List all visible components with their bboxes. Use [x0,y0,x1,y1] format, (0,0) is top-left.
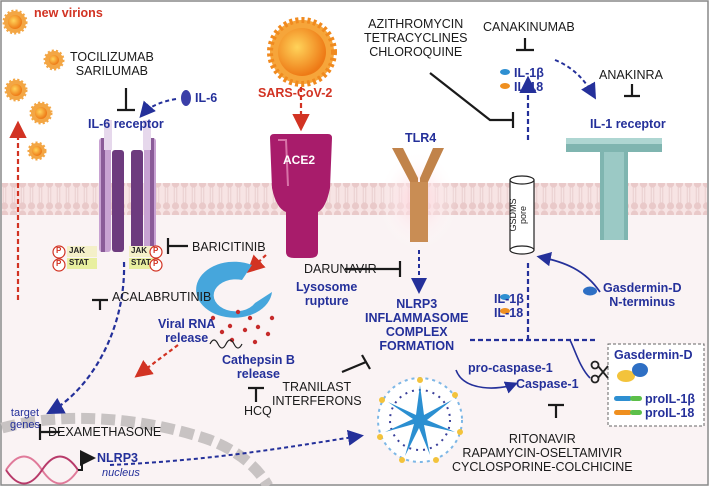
p-label-1: P [56,246,62,255]
gasdermin-d-icon [617,363,648,382]
il1b-pill-icon [500,69,510,75]
proil18-icon [614,410,632,415]
new-virions-label: new virions [34,6,103,20]
virion-icon [2,9,28,35]
gasdermin-d-label: Gasdermin-D [614,348,693,362]
il1-receptor-icon [566,138,662,240]
il18-label-2: IL-18 [494,306,524,320]
virion-icon [43,49,65,71]
il18-pill-icon [500,83,510,89]
target-genes-label: target genes [10,407,40,432]
endocytosis-arrow [246,254,267,274]
viral-rna-label: Viral RNA release [158,317,216,345]
dexamethasone-inhibit [38,424,60,440]
anakinra-label: ANAKINRA [599,68,663,82]
stat-label-2: STAT [131,258,151,267]
acalabrutinib-label: ACALABRUTINIB [112,290,212,304]
dexamethasone-label: DEXAMETHASONE [48,425,162,439]
proil1b-pro-icon [630,396,642,401]
tocilizumab-inhibit [117,88,135,112]
caspase-label: Caspase-1 [516,377,579,391]
dna-helix-icon [5,455,79,485]
p-label-3: P [153,246,159,255]
proil18-label: proIL-18 [645,406,695,420]
lysosome-rupture-label: Lysosome rupture [296,280,358,308]
tranilast-inhibit [341,354,371,374]
azithro-label: AZITHROMYCIN TETRACYCLINES CHLOROQUINE [364,17,468,59]
il18-label: IL-18 [514,80,544,94]
virion-icon [29,101,53,125]
anakinra-inhibit [624,84,640,98]
nucleus-label: nucleus [102,467,140,479]
azithro-inhibit [429,72,515,128]
nlrp3-label: NLRP3 [97,451,138,465]
il6-label: IL-6 [195,91,218,105]
darunavir-label: DARUNAVIR [304,262,377,276]
cathepsin-label: Cathepsin B release [222,353,295,381]
transcription-arrow [78,450,96,471]
p-label-4: P [153,259,159,268]
il6-receptor-icon [99,120,156,252]
gsdms-pore-label: GSDMS pore [508,198,528,232]
tranilast-label: TRANILAST INTERFERONS [272,380,362,408]
canakinumab-label: CANAKINUMAB [483,20,575,34]
rna-to-nucleus-arrow [134,344,179,378]
ace2-label: ACE2 [283,153,316,167]
ritonavir-label: RITONAVIR RAPAMYCIN-OSELTAMIVIR CYCLOSPO… [452,432,633,474]
jak-label-1: JAK [69,246,86,255]
proil1b-icon [614,396,632,401]
darunavir-inhibit [345,261,402,277]
sars-cov-2-label: SARS-CoV-2 [258,86,333,100]
proil18-pro-icon [630,410,642,415]
virion-group [2,9,65,161]
tlr4-label: TLR4 [405,131,437,145]
gsdmd-pore-icon [509,175,535,255]
nlrp3-complex-label: NLRP3 INFLAMMASOME COMPLEX FORMATION [365,297,469,353]
jak-stat-right [129,245,163,272]
virion-icon [4,78,28,102]
stat-label-1: STAT [69,258,89,267]
il18-pill-icon-2 [500,308,510,314]
gasdermin-n-label: Gasdermin-D N-terminus [603,281,682,309]
pro-caspase-label: pro-caspase-1 [468,361,553,375]
pro-caspase-arrow [455,369,518,394]
caspase-cleavage-line [569,339,591,379]
il6-molecule-icon [181,90,191,106]
p-label-2: P [56,259,62,268]
jak-stat-left [52,245,97,272]
tlr4-receptor-icon [392,148,444,242]
hcq-label: HCQ [244,404,272,418]
acalabrutinib-inhibit [92,298,108,310]
il1b-label: IL-1β [514,66,544,80]
inflammasome-icon [377,377,463,463]
baricitinib-label: BARICITINIB [192,240,266,254]
il1-receptor-label: IL-1 receptor [590,117,666,131]
virion-icon [27,141,47,161]
nucleus-envelope [0,412,273,486]
hcq-inhibit [248,386,264,402]
il1b-to-receptor-arrow [554,59,596,100]
ace2-receptor-icon [270,134,332,258]
il6-binding-arrow [139,98,177,119]
il1b-label-2: IL-1β [494,292,524,306]
lysosome-icon [196,261,272,318]
il1b-pill-icon-2 [500,294,510,300]
cathepsin-dots [210,309,275,345]
ritonavir-inhibit [548,403,564,418]
scissors-icon [590,360,609,384]
proil1b-label: proIL-1β [645,392,695,406]
jak-label-2: JAK [131,246,148,255]
tocilizumab-label: TOCILIZUMAB SARILUMAB [70,50,154,78]
baricitinib-inhibit [166,238,188,254]
viral-rna-icon [209,339,243,349]
canakinumab-inhibit [516,38,534,52]
il6-receptor-label: IL-6 receptor [88,117,164,131]
inhibitors [38,38,640,440]
gsdmd-pore-arrow [536,252,601,293]
sars-cov-2-icon [267,17,337,87]
gsdmd-n-molecule-icon [583,286,597,296]
